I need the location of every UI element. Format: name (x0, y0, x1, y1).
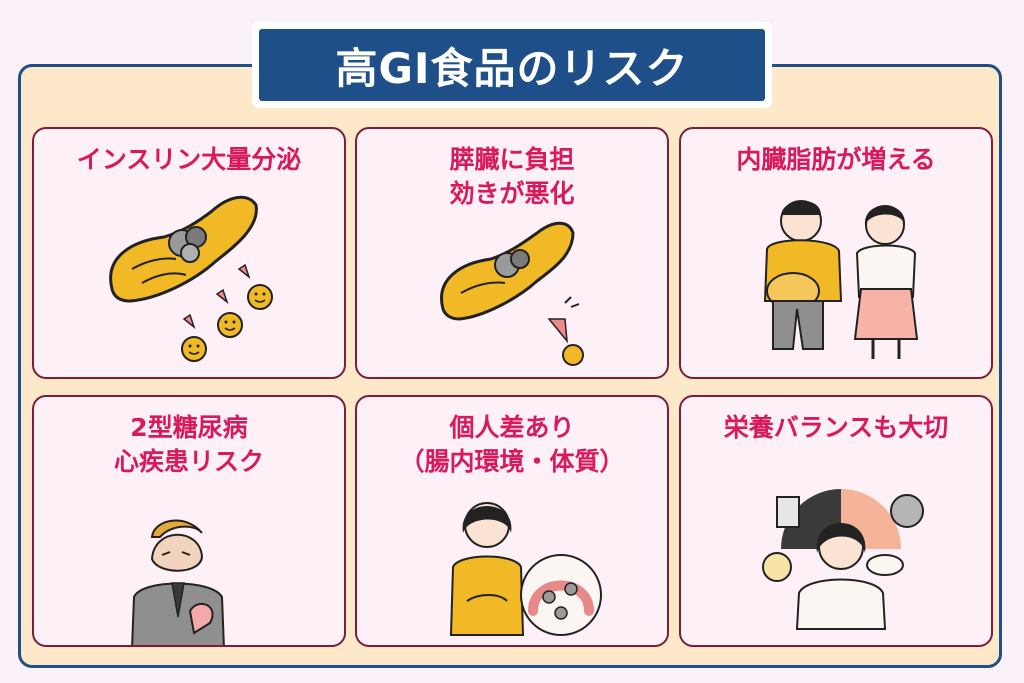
card-title: 2型糖尿病 心疾患リスク (34, 411, 344, 479)
card-title-line: 栄養バランスも大切 (723, 413, 949, 442)
card-title-line: 個人差あり (449, 413, 575, 442)
card-title: 栄養バランスも大切 (681, 411, 991, 445)
card-title-line: 内臓脂肪が増える (736, 145, 936, 174)
pancreas-insulin-icon (109, 195, 273, 362)
tired-pancreas-icon (440, 221, 584, 366)
card-insulin-secretion: インスリン大量分泌 (32, 127, 346, 379)
intestine-woman-icon (449, 502, 602, 636)
card-title-line: 効きが悪化 (449, 179, 575, 208)
card-title: 内臓脂肪が増える (681, 143, 991, 177)
belly-fat-couple-icon (763, 200, 919, 359)
card-title-line: 2型糖尿病 (130, 413, 248, 442)
card-title: 個人差あり （腸内環境・体質） (357, 411, 667, 479)
card-individual-differences: 個人差あり （腸内環境・体質） (355, 395, 669, 647)
card-visceral-fat: 内臓脂肪が増える (679, 127, 993, 379)
page-title: 高GI食品のリスク (259, 29, 765, 101)
card-nutrition-balance: 栄養バランスも大切 (679, 395, 993, 647)
card-title-line: インスリン大量分泌 (76, 145, 302, 174)
card-title-line: 膵臓に負担 (449, 145, 575, 174)
card-diabetes-heart-risk: 2型糖尿病 心疾患リスク (32, 395, 346, 647)
card-title-line: （腸内環境・体質） (399, 447, 625, 476)
title-banner: 高GI食品のリスク (252, 22, 772, 108)
card-title: 膵臓に負担 効きが悪化 (357, 143, 667, 211)
card-title-line: 心疾患リスク (113, 447, 264, 476)
card-pancreas-burden: 膵臓に負担 効きが悪化 (355, 127, 669, 379)
chest-pain-man-icon (131, 519, 225, 645)
card-title: インスリン大量分泌 (34, 143, 344, 177)
nutrition-doctor-icon (762, 489, 924, 630)
